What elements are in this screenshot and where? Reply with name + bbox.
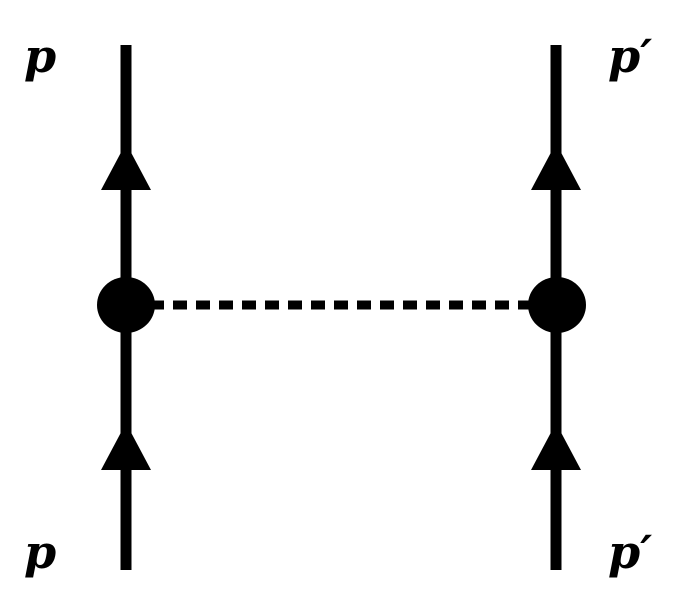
label-bottom-left: p xyxy=(24,525,56,579)
label-bottom-right: p′ xyxy=(608,525,652,579)
right-upper-arrow xyxy=(531,143,581,190)
left-upper-arrow xyxy=(101,143,151,190)
right-lower-arrow xyxy=(531,423,581,470)
left-vertex xyxy=(97,277,155,333)
right-vertex xyxy=(528,277,586,333)
label-top-right: p′ xyxy=(608,29,652,83)
left-lower-arrow xyxy=(101,423,151,470)
label-top-left: p xyxy=(24,29,56,83)
